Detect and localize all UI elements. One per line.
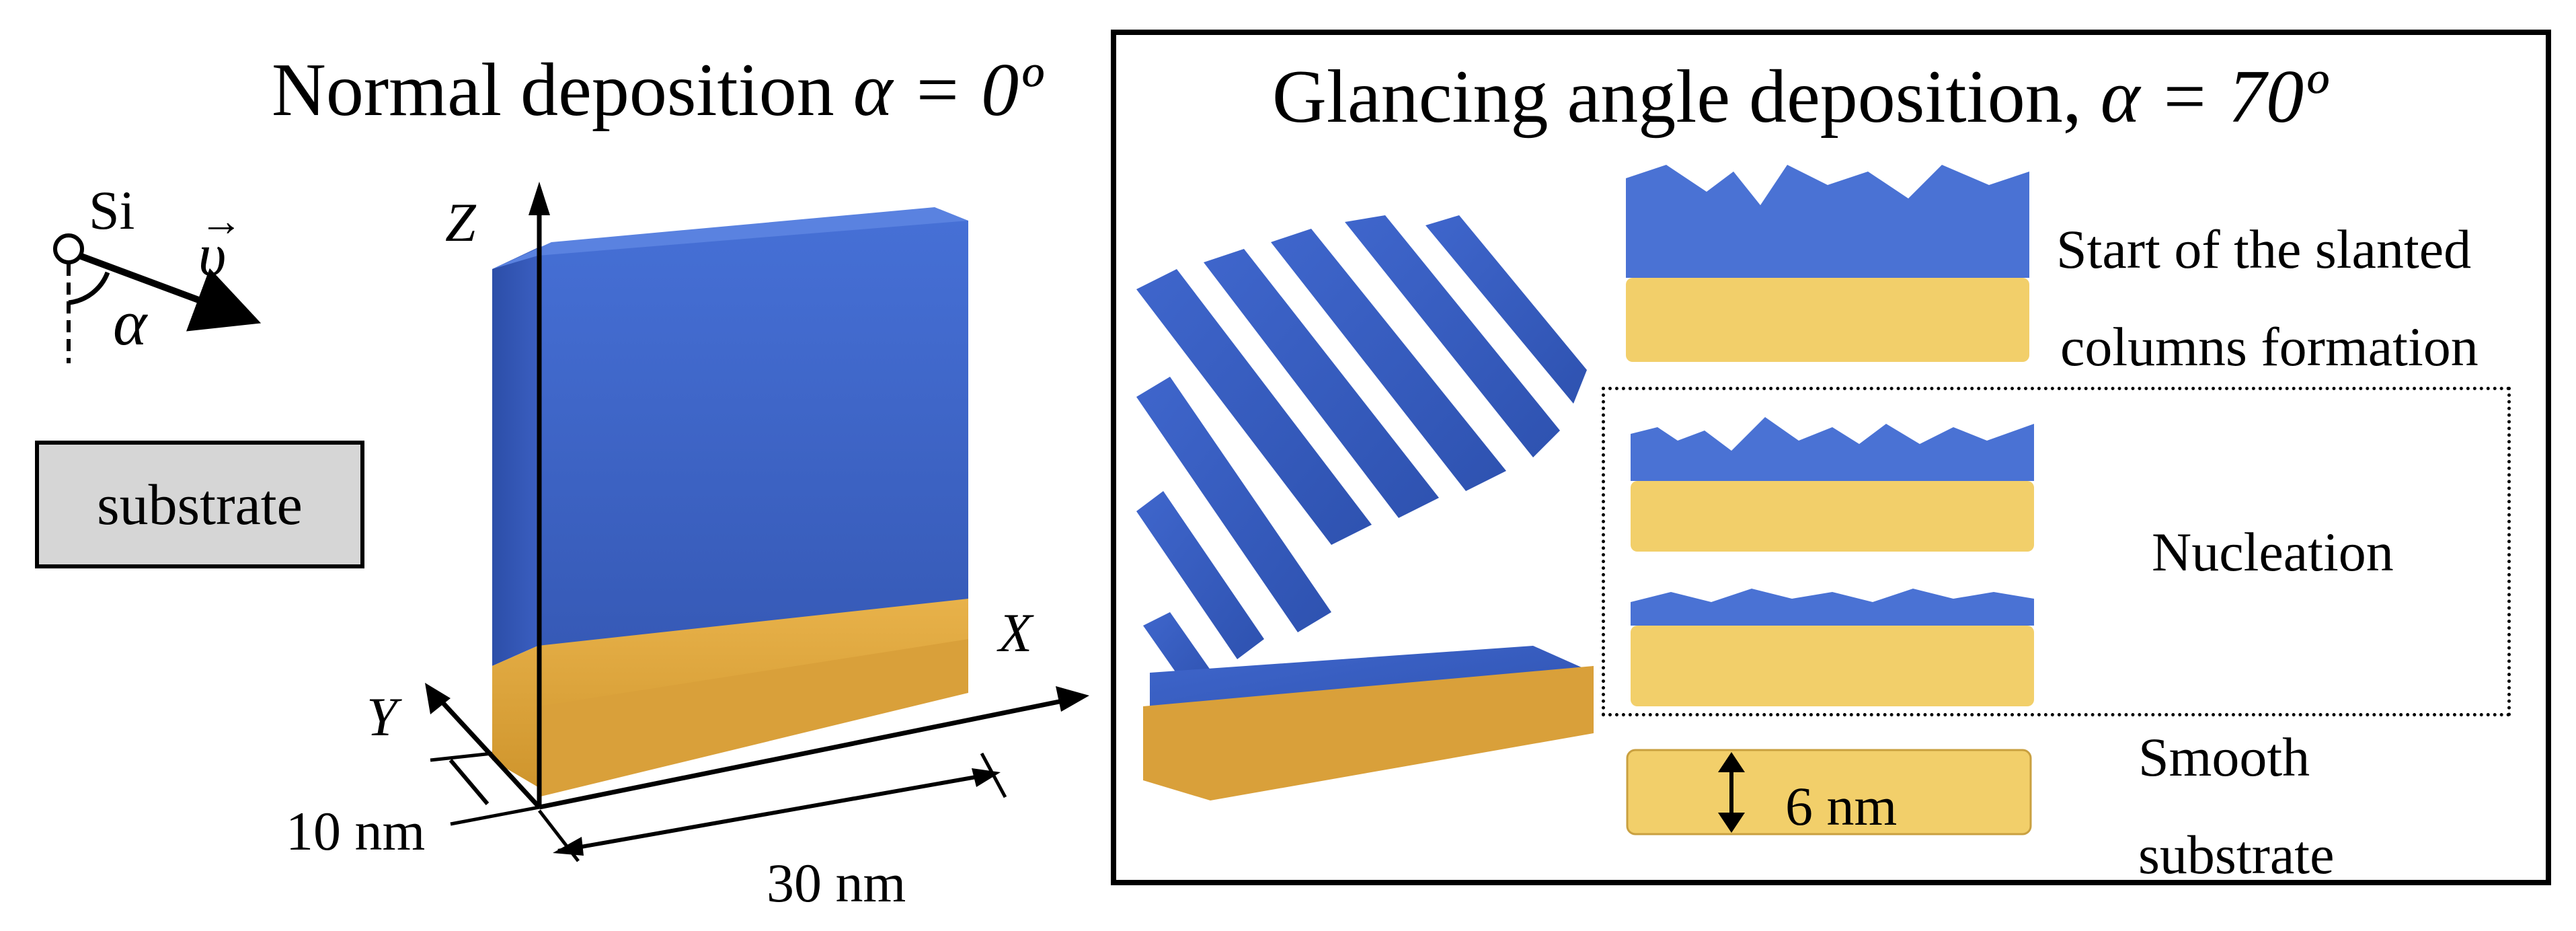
stage-nucleation-image-2 [1631, 589, 2034, 706]
angle-alpha-label: α [113, 287, 147, 359]
depth-dimension-line [448, 759, 490, 805]
x-axis [539, 697, 1070, 810]
stage-slanted-substrate [1626, 278, 2029, 362]
x-axis-arrowhead [1056, 686, 1089, 712]
width-dimension-tick-left [538, 809, 580, 862]
si-atom-label: Si [89, 180, 135, 241]
column-5 [1426, 215, 1587, 404]
glad-title-text: Glancing angle deposition, [1272, 55, 2082, 139]
glad-panel [1111, 30, 2551, 885]
depth-dimension-label: 10 nm [286, 800, 426, 862]
film-side-face [492, 248, 538, 666]
stage-slanted-film [1626, 165, 2029, 278]
width-dimension-tick-right [980, 752, 1007, 798]
glad-title: Glancing angle deposition, α = 70º [1272, 59, 2327, 135]
thickness-arrow-bottom [1718, 813, 1745, 833]
axis-x-label: X [999, 602, 1033, 663]
si-atom-icon [53, 233, 84, 264]
stage-nucleation-image-1 [1631, 417, 2034, 552]
normal-deposition-angle: α = 0º [853, 48, 1042, 132]
film-top-face [492, 207, 968, 269]
y-axis [432, 691, 541, 809]
z-axis-arrowhead [529, 182, 550, 215]
column-7 [1136, 491, 1264, 659]
nucleation-label: Nucleation [2152, 521, 2394, 583]
film-front-face [538, 215, 968, 679]
slanted-columns [1136, 215, 1594, 733]
velocity-vector-arrow-icon: → [200, 197, 243, 245]
velocity-label: → υ [198, 197, 243, 289]
nucleation-1-substrate [1631, 481, 2034, 552]
smooth-substrate-label-line1: Smooth [2138, 727, 2310, 788]
depth-dimension-leader [450, 805, 540, 826]
coordinate-axes [425, 182, 1089, 862]
thickness-label: 6 nm [1785, 776, 1898, 837]
glad-angle: α = 70º [2100, 55, 2327, 139]
smooth-substrate-label-line2: substrate [2138, 824, 2335, 885]
velocity-vector-arrow [78, 252, 262, 332]
column-4 [1345, 215, 1560, 457]
column-3 [1271, 229, 1506, 491]
film-substrate-front [538, 639, 968, 797]
angle-arc [68, 271, 110, 305]
depth-dimension-ext1 [430, 751, 493, 762]
glad-film-block [1136, 215, 1594, 800]
glad-substrate-layer [1143, 666, 1594, 800]
column-2 [1204, 249, 1439, 518]
thickness-arrow-top [1718, 752, 1745, 772]
nucleation-group-box [1602, 387, 2511, 716]
nucleation-2-film [1631, 589, 2034, 626]
nucleation-1-film [1631, 417, 2034, 481]
substrate-label: substrate [97, 472, 303, 537]
stage-slanted-label-line2: columns formation [2060, 316, 2479, 377]
column-6 [1136, 377, 1331, 632]
normal-deposition-film-block [492, 207, 968, 797]
nucleation-2-substrate [1631, 626, 2034, 706]
stage-slanted-columns-image [1626, 165, 2029, 362]
normal-deposition-title: Normal deposition α = 0º [272, 52, 1042, 128]
width-dimension-line [557, 772, 996, 853]
axis-z-label: Z [445, 192, 476, 253]
column-1 [1136, 269, 1372, 545]
stage-smooth-substrate-image [1626, 749, 2032, 835]
incidence-angle-diagram [53, 233, 262, 363]
substrate-box: substrate [35, 441, 364, 568]
stage-slanted-label-line1: Start of the slanted [2056, 219, 2472, 280]
y-axis-arrowhead [425, 683, 451, 714]
width-dimension-label: 30 nm [767, 852, 906, 914]
axis-y-label: Y [366, 686, 397, 747]
normal-deposition-title-text: Normal deposition [272, 48, 834, 132]
